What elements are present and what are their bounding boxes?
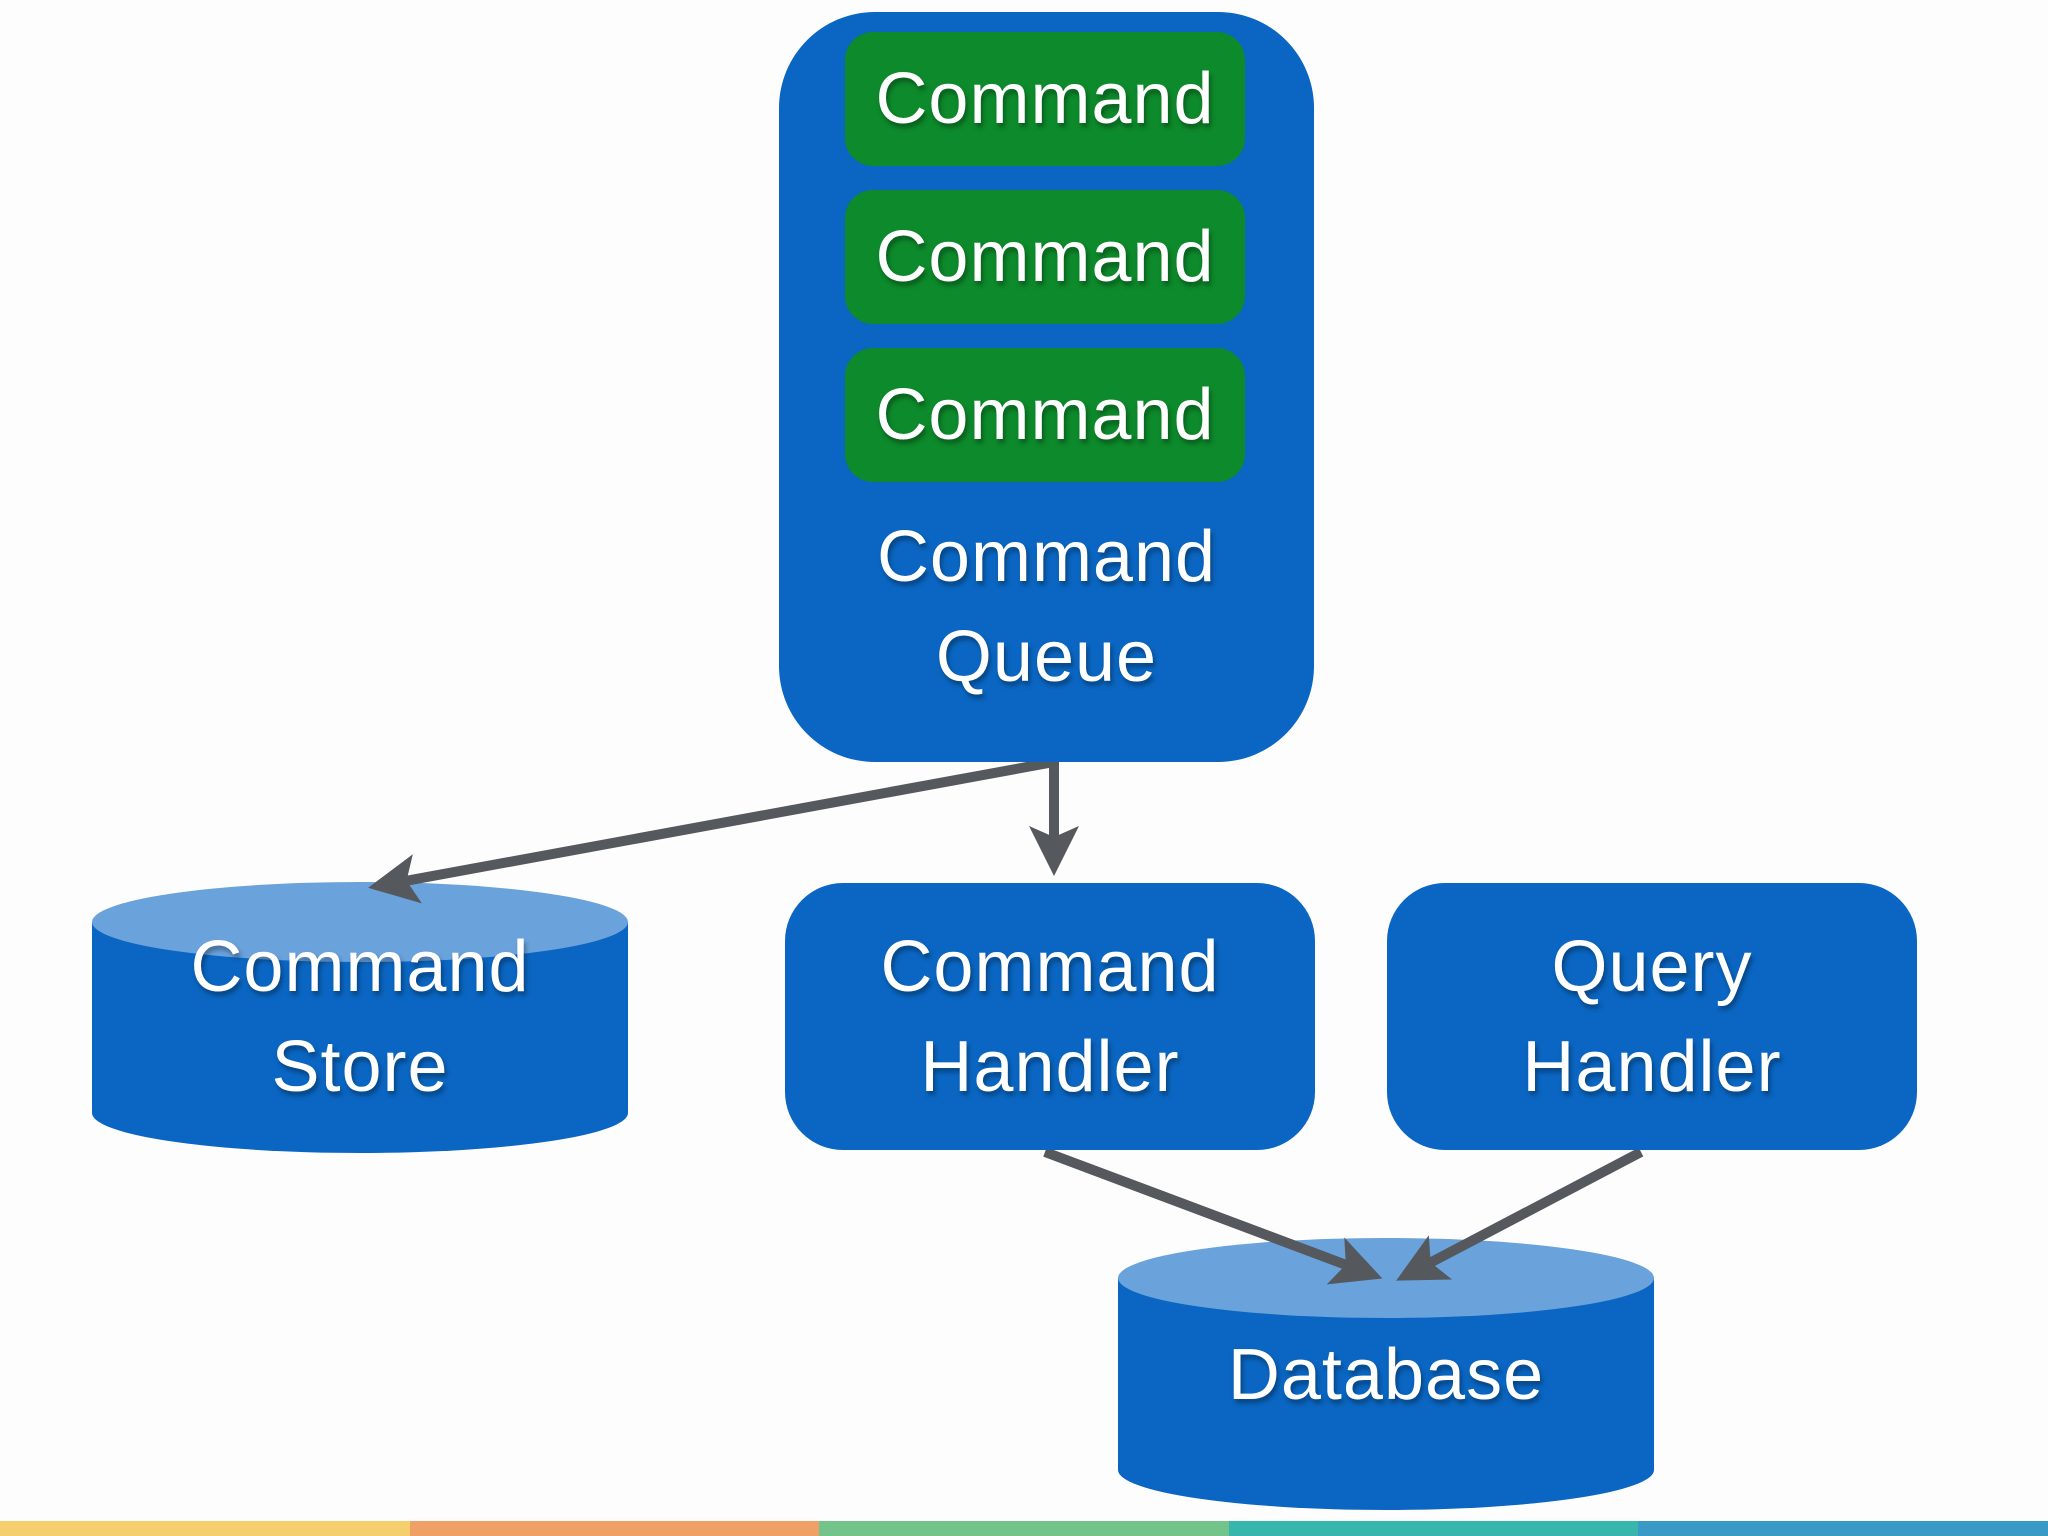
- command-queue-label-line1: Command: [876, 517, 1217, 597]
- database-cylinder-top: [1118, 1238, 1654, 1318]
- stripe-segment-teal: [1228, 1521, 1639, 1536]
- command-queue-label-line2: Queue: [935, 617, 1158, 697]
- command-store-cylinder-top: [92, 882, 628, 962]
- command-queue-box: Command Command Command Command Queue: [779, 12, 1314, 762]
- query-handler-label-line2: Handler: [1522, 1026, 1782, 1107]
- query-handler-box: Query Handler: [1387, 883, 1917, 1150]
- command-item: Command: [845, 348, 1245, 482]
- command-store-label-line2: Store: [271, 1027, 449, 1107]
- database-cylinder-body: [1118, 1278, 1654, 1510]
- footer-color-stripe: [0, 1521, 2048, 1536]
- command-handler-label-line1: Command: [880, 926, 1220, 1007]
- stripe-segment-orange: [409, 1521, 820, 1536]
- stripe-segment-blue: [1638, 1521, 2048, 1536]
- database-label: Database: [1118, 1325, 1654, 1425]
- command-store-cylinder-body: [92, 922, 628, 1153]
- command-handler-label-line2: Handler: [920, 1026, 1180, 1107]
- command-item: Command: [845, 32, 1245, 166]
- query-handler-label-line1: Query: [1551, 926, 1753, 1007]
- database-label-line1: Database: [1227, 1335, 1545, 1415]
- arrow-command-handler-to-database: [1043, 1147, 1383, 1285]
- command-queue-label: Command Queue: [779, 507, 1314, 707]
- command-item-label: Command: [875, 59, 1215, 139]
- stripe-segment-yellow: [0, 1521, 410, 1536]
- command-item-label: Command: [875, 375, 1215, 455]
- arrow-queue-to-store: [368, 757, 1055, 904]
- command-handler-box: Command Handler: [785, 883, 1315, 1150]
- command-item-label: Command: [875, 217, 1215, 297]
- arrow-query-handler-to-database: [1396, 1147, 1644, 1281]
- stripe-segment-green: [819, 1521, 1229, 1536]
- command-item: Command: [845, 190, 1245, 324]
- command-store-label: Command Store: [92, 917, 628, 1117]
- command-store-label-line1: Command: [190, 927, 530, 1007]
